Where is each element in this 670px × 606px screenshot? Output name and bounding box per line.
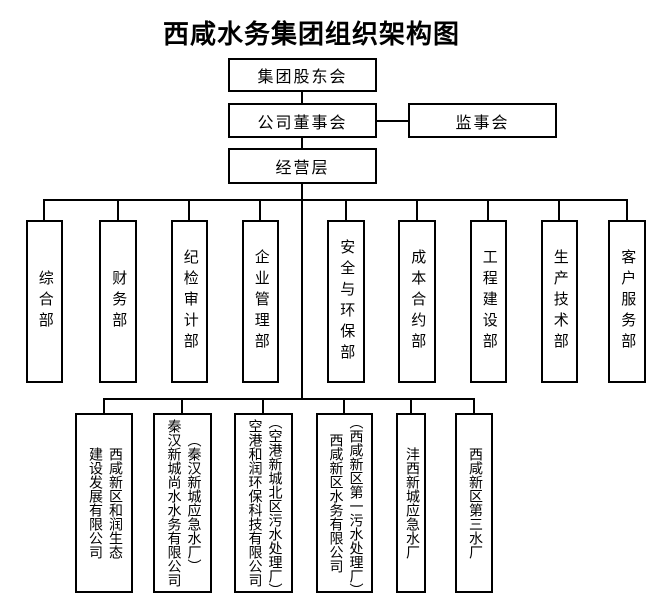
connector-board-supervisory bbox=[377, 120, 408, 122]
dept-label: 工程建设部 bbox=[480, 249, 497, 354]
dept-label: 财务部 bbox=[110, 270, 127, 333]
subsidiary-box-qinhan-shangshui: 秦汉新城尚水水务有限公司 （秦汉新城应急水厂） bbox=[153, 413, 212, 593]
subsidiary-box-fengxi-emergency-plant: 沣西新城应急水厂 bbox=[396, 413, 426, 593]
shareholders-box: 集团股东会 bbox=[228, 58, 377, 92]
dept-box-enterprise-mgmt: 企业管理部 bbox=[242, 220, 279, 383]
subsidiary-label: 建设发展有限公司 西咸新区和润生态 bbox=[87, 447, 122, 559]
supervisory-label: 监事会 bbox=[455, 114, 510, 132]
dept-label: 企业管理部 bbox=[252, 249, 269, 354]
dept-box-finance: 财务部 bbox=[99, 220, 137, 383]
subsidiary-box-third-water-plant: 西咸新区第三水厂 bbox=[455, 413, 493, 593]
connector-dept-stub bbox=[416, 199, 418, 220]
connector-center-drop bbox=[301, 184, 303, 400]
dept-label: 纪检审计部 bbox=[181, 249, 198, 354]
subsidiary-label: 空港和润环保科技有限公司 （空港新城北区污水处理厂） bbox=[246, 415, 282, 597]
board-label: 公司董事会 bbox=[257, 114, 348, 132]
connector-subsidiary-stub bbox=[343, 400, 345, 413]
connector-dept-stub bbox=[558, 199, 560, 220]
subsidiary-box-xixian-water: 西咸新区水务有限公司 （西咸新区第一污水处理厂） bbox=[316, 413, 373, 597]
subsidiary-label: 西咸新区第三水厂 bbox=[467, 447, 482, 559]
connector-subsidiary-stub bbox=[262, 400, 264, 413]
dept-box-safety-env: 安全与环保部 bbox=[327, 220, 365, 383]
subsidiary-label: 沣西新城应急水厂 bbox=[404, 447, 419, 559]
management-box: 经营层 bbox=[228, 148, 377, 184]
connector-shareholders-board bbox=[301, 92, 303, 103]
board-box: 公司董事会 bbox=[228, 103, 377, 138]
shareholders-label: 集团股东会 bbox=[257, 69, 348, 86]
dept-box-discipline-audit: 纪检审计部 bbox=[171, 220, 208, 383]
dept-label: 生产技术部 bbox=[551, 249, 568, 354]
connector-departments-bus bbox=[43, 199, 628, 201]
dept-box-cost-contract: 成本合约部 bbox=[398, 220, 436, 383]
dept-box-comprehensive: 综合部 bbox=[26, 220, 63, 383]
dept-label: 客户服务部 bbox=[619, 249, 636, 354]
connector-dept-stub bbox=[259, 199, 261, 220]
connector-dept-stub bbox=[43, 199, 45, 220]
connector-subsidiary-stub bbox=[473, 400, 475, 413]
supervisory-box: 监事会 bbox=[408, 103, 557, 138]
subsidiary-box-herun-eco: 建设发展有限公司 西咸新区和润生态 bbox=[75, 413, 133, 593]
subsidiary-label: 西咸新区水务有限公司 （西咸新区第一污水处理厂） bbox=[327, 415, 363, 597]
connector-dept-stub bbox=[487, 199, 489, 220]
subsidiary-label: 秦汉新城尚水水务有限公司 （秦汉新城应急水厂） bbox=[165, 419, 201, 587]
chart-title: 西咸水务集团组织架构图 bbox=[163, 20, 461, 49]
management-label: 经营层 bbox=[275, 160, 330, 177]
connector-dept-stub bbox=[117, 199, 119, 220]
dept-box-customer-service: 客户服务部 bbox=[608, 220, 646, 383]
dept-label: 综合部 bbox=[36, 270, 53, 333]
dept-label: 安全与环保部 bbox=[338, 238, 355, 365]
connector-dept-stub bbox=[345, 199, 347, 220]
dept-box-engineering: 工程建设部 bbox=[470, 220, 507, 383]
connector-subsidiary-stub bbox=[181, 400, 183, 413]
dept-label: 成本合约部 bbox=[409, 249, 426, 354]
connector-subsidiary-stub bbox=[410, 400, 412, 413]
connector-subsidiaries-bus bbox=[103, 398, 475, 400]
connector-subsidiary-stub bbox=[103, 400, 105, 413]
subsidiary-box-konggang-herun: 空港和润环保科技有限公司 （空港新城北区污水处理厂） bbox=[234, 413, 293, 597]
connector-dept-stub bbox=[626, 199, 628, 220]
connector-board-management bbox=[301, 138, 303, 148]
connector-dept-stub bbox=[188, 199, 190, 220]
dept-box-production-tech: 生产技术部 bbox=[541, 220, 578, 383]
